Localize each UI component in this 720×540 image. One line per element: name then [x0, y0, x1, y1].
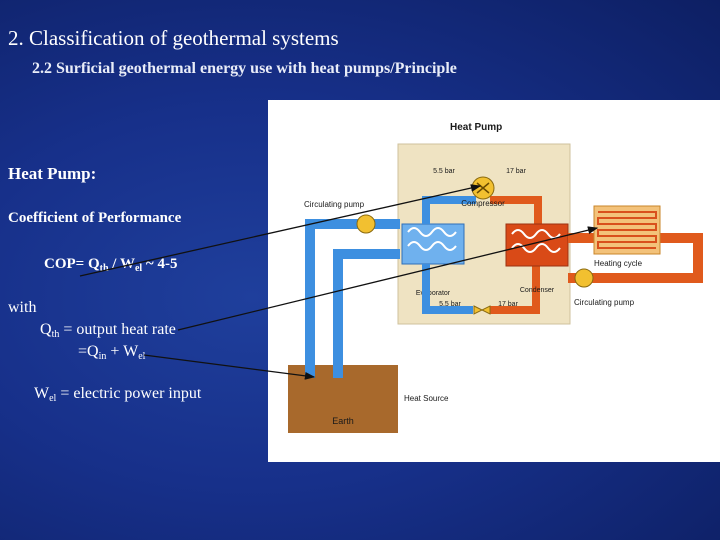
discharge-line — [490, 196, 542, 224]
compressor-label: Compressor — [461, 199, 505, 208]
wel-definition: Wel = electric power input — [34, 385, 202, 404]
heat-pump-label: Heat Pump: — [8, 164, 97, 183]
circulating-pump-left-label: Circulating pump — [304, 200, 365, 209]
cop-formula: COP= Qth / Wel ~ 4-5 — [44, 256, 178, 274]
slide-subtitle: 2.2 Surficial geothermal energy use with… — [32, 60, 457, 77]
evaporator-label: Evaporator — [416, 290, 451, 297]
figure-title: Heat Pump — [450, 122, 502, 133]
circulating-pump-right — [574, 268, 594, 288]
qth-equation: =Qin + Wel — [78, 343, 146, 362]
qth-definition: Qth = output heat rate — [40, 321, 176, 340]
earth-label: Earth — [332, 416, 354, 426]
circulating-pump-left — [356, 214, 376, 234]
pressure-low-bottom: 5.5 bar — [439, 301, 461, 308]
cop-heading: Coefficient of Performance — [8, 210, 182, 226]
pressure-low-top: 5.5 bar — [433, 168, 455, 175]
condenser-label: Condenser — [520, 287, 555, 294]
source-loop-return — [333, 249, 400, 378]
slide-title: 2. Classification of geothermal systems — [8, 26, 339, 50]
with-label: with — [8, 299, 37, 316]
heat-pump-figure: Earth Evaporator Condenser Compressor 5.… — [268, 100, 720, 462]
pressure-high-bottom: 17 bar — [498, 301, 519, 308]
heat-source-label: Heat Source — [404, 394, 449, 403]
circulating-pump-right-label: Circulating pump — [574, 298, 635, 307]
heating-cycle-label: Heating cycle — [594, 259, 643, 268]
pressure-high-top: 17 bar — [506, 168, 527, 175]
